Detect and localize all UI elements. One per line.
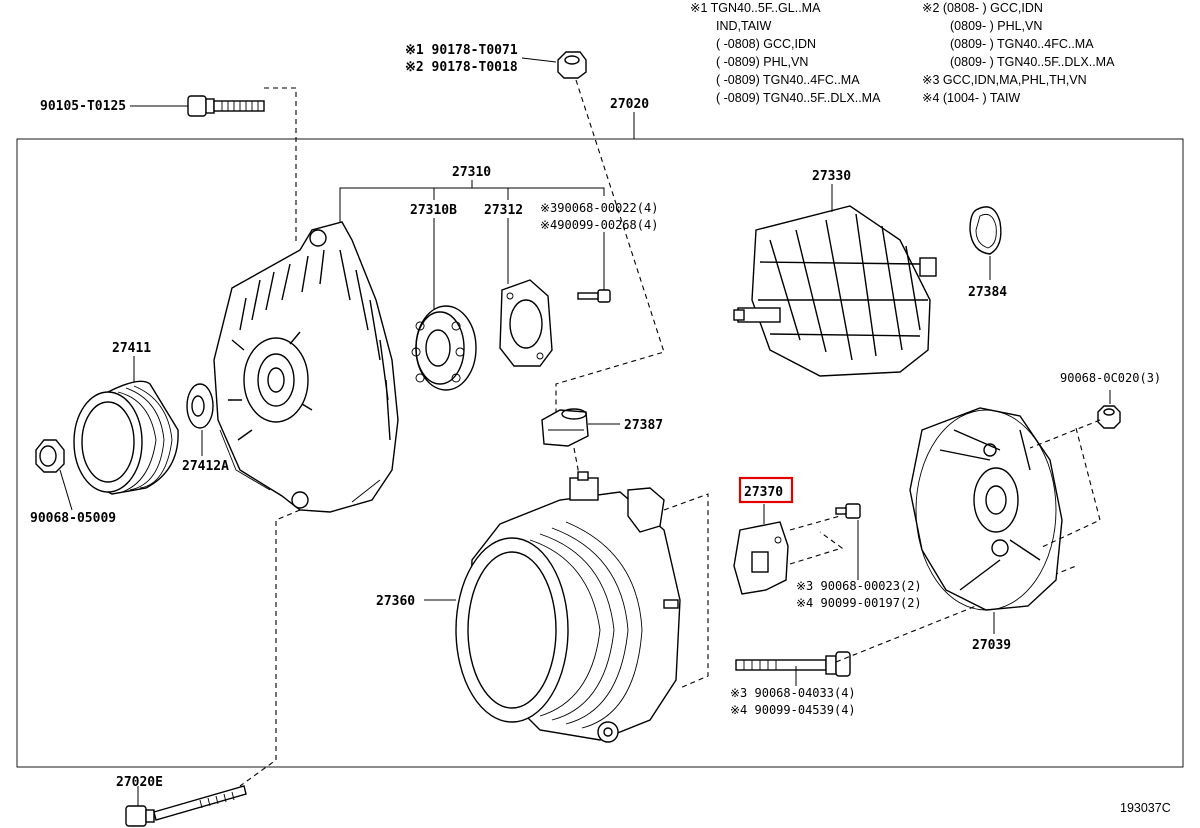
label-nut-top-2: ※2 90178-T0018	[405, 60, 518, 75]
notes-block: ※1 TGN40..5F..GL..MA IND,TAIW ( -0808) G…	[690, 1, 1115, 105]
long-through-bolt[interactable]	[735, 651, 851, 677]
label-long-bolt-1: ※3 90068-04033(4)	[730, 686, 856, 700]
label-rear-cover: 27039	[972, 638, 1011, 653]
label-reg-screw-2: ※4 90099-00197(2)	[796, 596, 922, 610]
frame-screw[interactable]	[577, 289, 611, 303]
label-long-bolt-2: ※4 90099-04539(4)	[730, 703, 856, 717]
label-retainer: 27312	[484, 203, 523, 218]
retainer-plate[interactable]	[499, 279, 553, 367]
assembly-frame	[16, 138, 1184, 768]
label-pulley-nut: 90068-05009	[30, 511, 116, 526]
spacer[interactable]	[186, 383, 214, 429]
regulator-highlight-box	[738, 476, 794, 504]
label-bolt-bottom: 27020E	[116, 775, 163, 790]
label-rear-nut: 90068-0C020(3)	[1060, 371, 1161, 385]
note-left-3: ( -0808) GCC,IDN	[716, 37, 816, 51]
label-spacer: 27412A	[182, 459, 229, 474]
nut-top[interactable]	[557, 51, 587, 79]
regulator-screw[interactable]	[835, 503, 861, 519]
bearing[interactable]	[411, 305, 477, 391]
label-nut-top-1: ※1 90178-T0071	[405, 43, 518, 58]
rear-nut[interactable]	[1097, 405, 1121, 429]
label-insulator: 27384	[968, 285, 1007, 300]
label-regulator: 27370	[744, 485, 783, 500]
bolt-top-left[interactable]	[187, 95, 265, 117]
pulley-nut[interactable]	[35, 439, 65, 473]
label-bushing: 27387	[624, 418, 663, 433]
note-left-2: IND,TAIW	[716, 19, 772, 33]
drive-end-frame[interactable]	[213, 221, 399, 513]
label-stator: 27360	[376, 594, 415, 609]
label-reg-screw-1: ※3 90068-00023(2)	[796, 579, 922, 593]
note-left-5: ( -0809) TGN40..4FC..MA	[716, 73, 860, 87]
diagram-code: 193037C	[1120, 801, 1171, 815]
note-right-4: (0809- ) TGN40..5F..DLX..MA	[950, 55, 1115, 69]
label-bearing: 27310B	[410, 203, 457, 218]
rear-cover[interactable]	[909, 407, 1063, 611]
label-bolt-top-left: 90105-T0125	[40, 99, 126, 114]
bolt-bottom[interactable]	[125, 785, 247, 827]
note-right-1: ※2 (0808- ) GCC,IDN	[922, 1, 1043, 15]
label-rotor: 27330	[812, 169, 851, 184]
note-left-6: ( -0809) TGN40..5F..DLX..MA	[716, 91, 881, 105]
label-frame: 27310	[452, 165, 491, 180]
rotor[interactable]	[733, 205, 937, 377]
voltage-regulator[interactable]	[733, 521, 789, 595]
terminal-bushing[interactable]	[541, 408, 589, 447]
note-right-2: (0809- ) PHL,VN	[950, 19, 1042, 33]
note-left-1: ※1 TGN40..5F..GL..MA	[690, 1, 821, 15]
label-pulley: 27411	[112, 341, 151, 356]
label-screw-1: ※390068-00022(4)	[540, 201, 658, 215]
insulator-ring[interactable]	[969, 206, 1002, 255]
label-assy: 27020	[610, 97, 649, 112]
note-right-3: (0809- ) TGN40..4FC..MA	[950, 37, 1094, 51]
note-left-4: ( -0809) PHL,VN	[716, 55, 808, 69]
note-right-5: ※3 GCC,IDN,MA,PHL,TH,VN	[922, 73, 1087, 87]
stator-housing[interactable]	[455, 471, 681, 743]
label-screw-2: ※490099-00268(4)	[540, 218, 658, 232]
pulley[interactable]	[73, 380, 179, 495]
note-right-6: ※4 (1004- ) TAIW	[922, 91, 1020, 105]
